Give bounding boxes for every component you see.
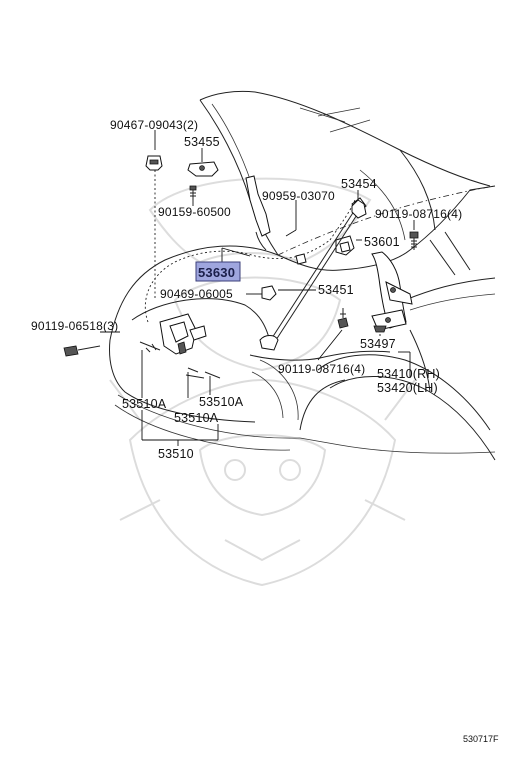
bolt-right-part: [409, 231, 419, 250]
hood-hinge-part: [371, 251, 413, 331]
label-53630: 53630: [198, 265, 235, 280]
label-90467-09043: 90467-09043(2): [110, 118, 198, 132]
car-body-outline: [109, 149, 496, 461]
label-53420-lh: 53420(LH): [377, 381, 438, 395]
label-90159-60500: 90159-60500: [158, 205, 231, 219]
leader-lines: [100, 130, 415, 446]
label-53601: 53601: [364, 235, 400, 249]
reference-code: 530717F: [463, 734, 499, 744]
label-90469-06005: 90469-06005: [160, 287, 233, 301]
label-53455: 53455: [184, 135, 220, 149]
label-53510: 53510: [158, 447, 194, 461]
bolt-lower-part: [337, 308, 349, 329]
label-90959-03070: 90959-03070: [262, 189, 335, 203]
hood-lock-assembly-part: [139, 313, 221, 379]
label-53510a-left: 53510A: [122, 397, 167, 411]
hood-outline: [199, 90, 496, 256]
highlight-box: [195, 261, 241, 282]
bolt-left-part: [63, 345, 101, 357]
label-53451: 53451: [318, 283, 354, 297]
hood-support-rod-part: [259, 197, 367, 351]
watermark-emblem-icon: [109, 177, 416, 587]
label-53510a-center: 53510A: [174, 411, 219, 425]
label-53497: 53497: [360, 337, 396, 351]
hinge-bracket-part: [373, 325, 387, 333]
hood-latch-bracket-part: [245, 175, 271, 251]
hook-bracket-part: [187, 161, 219, 177]
label-53454: 53454: [341, 177, 377, 191]
label-90119-08716-lower: 90119-08716(4): [278, 362, 365, 376]
label-90119-08716-top: 90119-08716(4): [375, 207, 462, 221]
screw-part: [189, 185, 197, 200]
cable-clip-part: [261, 285, 277, 301]
label-53410-rh: 53410(RH): [377, 367, 440, 381]
cable-end-part: [295, 253, 307, 265]
label-90119-06518: 90119-06518(3): [31, 319, 118, 333]
release-cable-path: [144, 170, 356, 323]
hood-stay-holder-part: [335, 235, 355, 256]
callout-labels: 90467-09043(2) 53455 90159-60500 90959-0…: [31, 118, 462, 461]
grommet-part: [145, 155, 163, 171]
label-53510a-right: 53510A: [199, 395, 244, 409]
